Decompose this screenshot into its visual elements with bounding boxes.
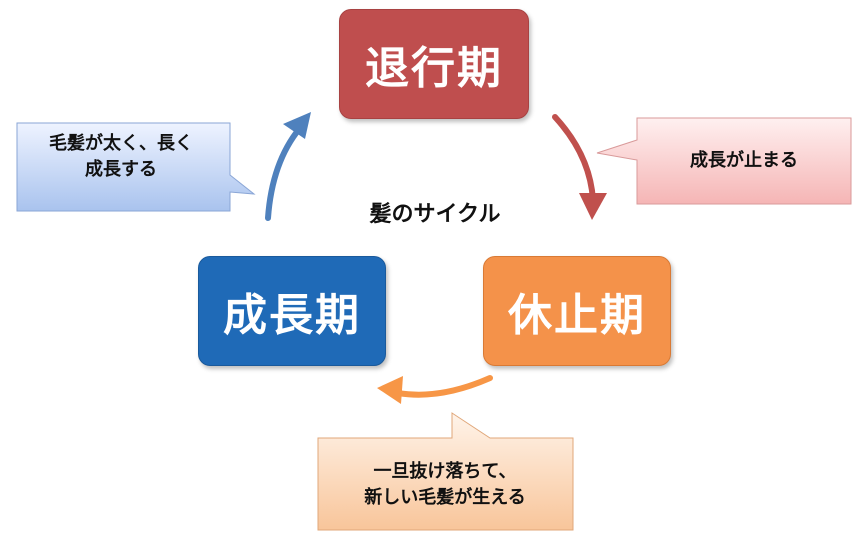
- callout-growth-text: 毛髪が太く、長く 成長する: [49, 133, 193, 180]
- callout-shed-bubble: [317, 412, 574, 531]
- arrow-resting-to-growth: [395, 375, 493, 398]
- phase-regression-box: 退行期: [339, 9, 529, 119]
- diagram-title: 髪のサイクル: [369, 202, 501, 227]
- phase-resting-label: 休止期: [508, 290, 646, 341]
- arrow-regression-to-resting: [552, 114, 596, 203]
- callout-growth-bubble: [16, 122, 256, 212]
- arrowhead-regression-to-resting: [579, 193, 607, 220]
- phase-resting-box: 休止期: [483, 256, 671, 366]
- callout-stop-text: 成長が止まる: [690, 150, 798, 171]
- arrowhead-growth-to-regression: [283, 112, 311, 139]
- callout-stop-bubble: [596, 117, 852, 205]
- phase-regression-label: 退行期: [365, 43, 503, 94]
- arrowhead-resting-to-growth: [377, 376, 403, 404]
- callout-shed-text: 一旦抜け落ちて、 新しい毛髪が生える: [364, 461, 526, 508]
- phase-growth-label: 成長期: [223, 290, 361, 341]
- arrow-growth-to-regression: [265, 125, 303, 221]
- phase-growth-box: 成長期: [198, 256, 386, 366]
